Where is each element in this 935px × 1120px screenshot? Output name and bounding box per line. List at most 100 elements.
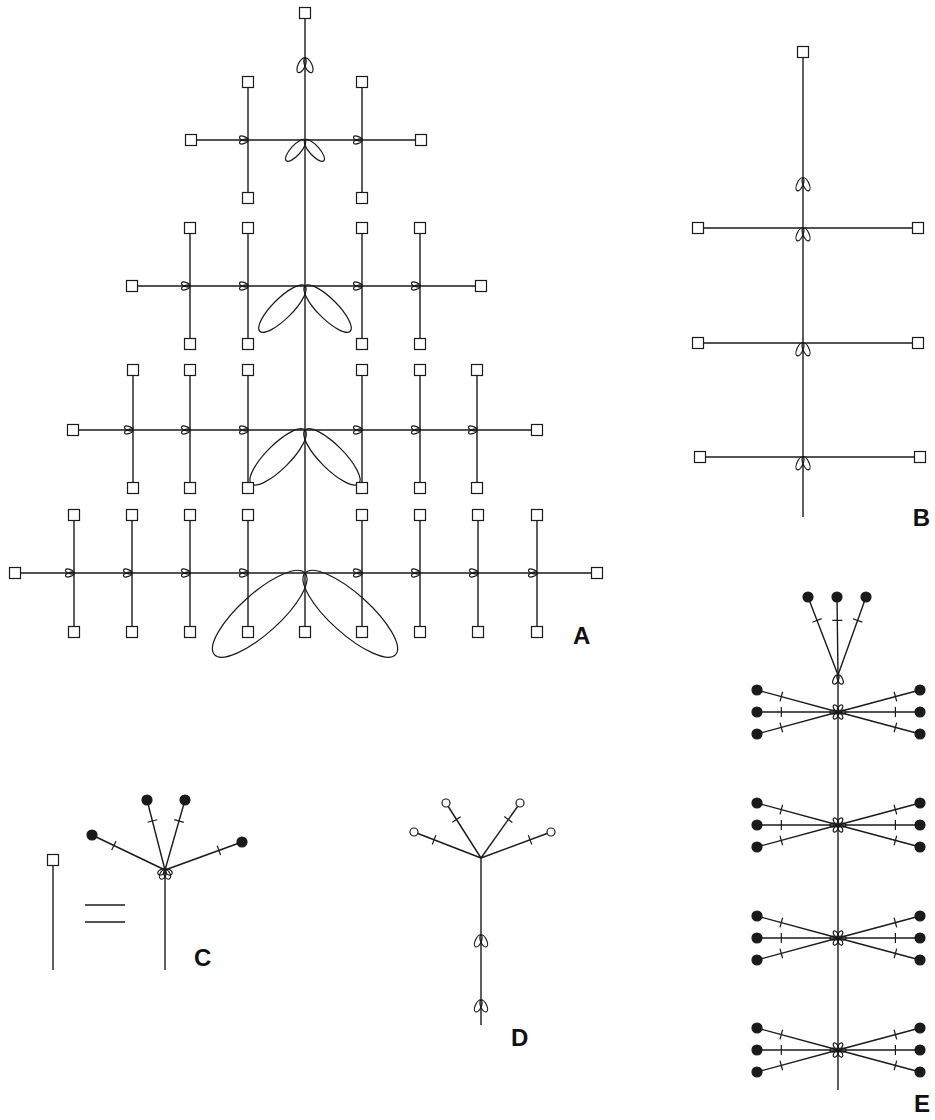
axis-line (757, 803, 838, 825)
axis-line (757, 711, 838, 712)
bract-leaf (473, 999, 484, 1013)
filled-flower (915, 1023, 925, 1033)
filled-flower (752, 820, 762, 830)
flower-square (415, 627, 426, 638)
axis-line (838, 916, 920, 938)
flower-square (357, 77, 368, 88)
pedicel-tick (780, 1061, 783, 1071)
axis-line (165, 800, 185, 870)
axis-line (85, 921, 125, 922)
axis-line (52, 860, 53, 970)
flower-square (415, 223, 426, 234)
filled-flower (915, 820, 925, 830)
filled-flower (915, 685, 925, 695)
filled-flower (237, 837, 247, 847)
bract-leaf (239, 428, 249, 435)
flower-square (357, 510, 368, 521)
bract-leaf (292, 558, 409, 669)
filled-flower (752, 955, 762, 965)
filled-flower (752, 842, 762, 852)
pedicel-tick (894, 836, 897, 846)
pedicel-tick (780, 805, 783, 815)
bract-leaf (836, 674, 845, 685)
axis-line (838, 803, 920, 825)
bract-leaf (164, 868, 173, 876)
flower-square (532, 627, 543, 638)
axis-line (481, 832, 551, 858)
axis-line (757, 712, 838, 734)
panel-letter: C (194, 946, 211, 970)
flower-square (415, 339, 426, 350)
open-flower (410, 828, 418, 836)
bract-leaf (836, 704, 843, 713)
flower-square (532, 510, 543, 521)
pedicel-tick (432, 835, 436, 844)
bract-leaf (302, 57, 315, 74)
pedicel-tick (894, 1061, 897, 1071)
axis-line (838, 1049, 920, 1050)
flower-square (185, 223, 196, 234)
axis-line (757, 1050, 838, 1072)
bract-leaf (468, 428, 478, 435)
open-flower (516, 799, 524, 807)
filled-flower (87, 830, 97, 840)
pedicel-tick (812, 619, 821, 623)
axis-line (838, 597, 866, 675)
pedicel-tick (894, 918, 897, 928)
bract-leaf (411, 571, 421, 578)
bract-leaf (794, 177, 805, 192)
flower-square (693, 338, 704, 349)
open-flower (442, 799, 450, 807)
flower-square (473, 627, 484, 638)
flower-square (243, 627, 254, 638)
pedicel-tick (895, 820, 896, 830)
bract-leaf (411, 428, 421, 435)
axis-line (700, 456, 920, 457)
filled-flower (752, 1045, 762, 1055)
flower-square (300, 627, 311, 638)
panel-letter: A (573, 624, 590, 648)
pedicel-tick (781, 933, 782, 943)
flower-square (185, 339, 196, 350)
flower-square (128, 483, 139, 494)
pedicel-tick (894, 805, 897, 815)
flower-square (243, 339, 254, 350)
bract-leaf (181, 571, 191, 578)
bract-leaf (239, 138, 249, 145)
flower-square (472, 483, 483, 494)
bract-leaf (181, 284, 191, 291)
flower-square (69, 627, 80, 638)
pedicel-tick (781, 707, 782, 717)
axis-line (164, 870, 165, 970)
axis-line (838, 824, 920, 825)
flower-square (69, 510, 80, 521)
bract-leaf (353, 138, 363, 145)
pedicel-tick (174, 820, 184, 823)
filled-flower (915, 911, 925, 921)
flower-square (357, 365, 368, 376)
bract-leaf (201, 558, 318, 669)
pedicel-tick (895, 933, 896, 943)
flower-square (532, 425, 543, 436)
panel-letter: D (511, 1026, 528, 1050)
bract-leaf (800, 227, 811, 242)
axis-line (757, 825, 838, 847)
flower-square (415, 510, 426, 521)
flower-square (913, 338, 924, 349)
axis-line (837, 675, 838, 1090)
pedicel-tick (832, 620, 842, 621)
axis-line (838, 937, 920, 938)
axis-line (838, 825, 920, 847)
bract-leaf (298, 279, 357, 338)
flower-square (415, 365, 426, 376)
axis-line (92, 835, 165, 870)
bract-leaf (353, 571, 363, 578)
filled-flower (861, 592, 871, 602)
axis-line (757, 937, 838, 938)
bract-leaf (297, 422, 368, 493)
flower-square (357, 193, 368, 204)
panel-letter: E (914, 1092, 930, 1116)
flower-square (127, 627, 138, 638)
axis-line (698, 342, 918, 343)
